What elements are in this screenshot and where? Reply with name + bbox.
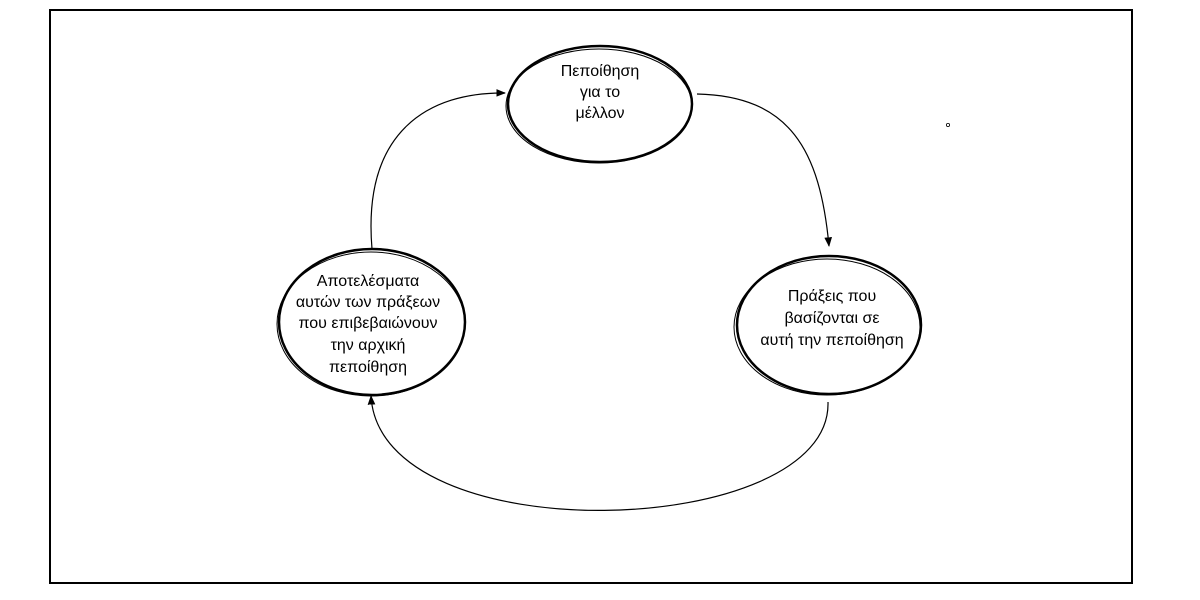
node-confidence-line: μέλλον (575, 105, 624, 122)
node-actions-line: Πράξεις που (788, 288, 876, 305)
node-results-line: που επιβεβαιώνουν (298, 315, 437, 332)
node-results-line: πεποίθηση (329, 359, 407, 376)
node-results-line: αυτών των πράξεων (296, 294, 440, 311)
node-actions-line: αυτή την πεποίθηση (760, 332, 903, 349)
stray-dot-mark (946, 123, 951, 128)
node-actions-line: βασίζονται σε (784, 310, 879, 327)
node-actions-shape (735, 254, 923, 396)
edge-actions-to-results (367, 395, 829, 511)
node-confidence: Πεποίθηση για το μέλλον (505, 44, 694, 164)
node-results: Αποτελέσματα αυτών των πράξεων που επιβε… (276, 247, 467, 397)
edge-confidence-to-actions (696, 93, 833, 247)
node-results-line: Αποτελέσματα (317, 273, 419, 290)
node-actions: Πράξεις που βασίζονται σε αυτή την πεποί… (733, 254, 923, 396)
node-confidence-line: Πεποίθηση (561, 63, 640, 80)
node-confidence-line: για το (580, 84, 620, 101)
node-results-line: την αρχική (331, 337, 406, 354)
diagram-frame (49, 9, 1133, 584)
edge-results-to-confidence (370, 89, 506, 250)
